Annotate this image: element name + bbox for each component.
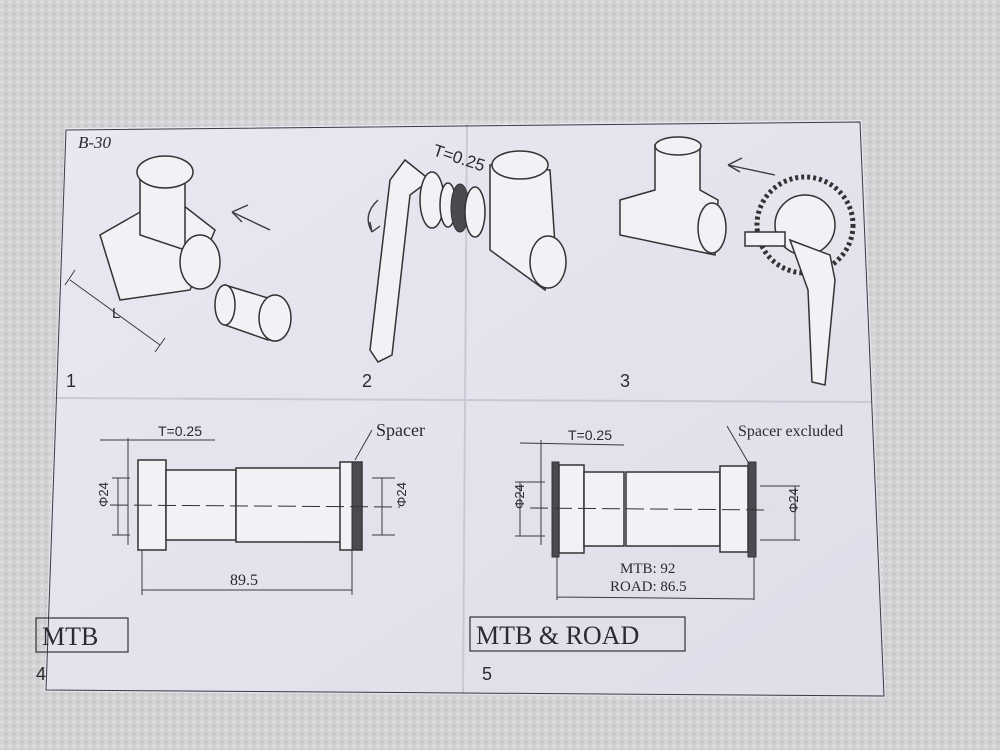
step-number-1: 1 <box>66 371 76 391</box>
mtb-road-label-box <box>469 616 686 652</box>
step-3-illustration <box>619 136 856 386</box>
step-4-diameter-left: Φ24 <box>96 482 111 507</box>
step-4-thickness: T=0.25 <box>158 423 202 439</box>
step-5-diameter-right: Φ24 <box>786 488 801 513</box>
step-5-width-mtb: MTB: 92 <box>620 561 675 577</box>
step-5-diameter-left: Φ24 <box>512 484 527 509</box>
spacer-excluded-callout: Spacer excluded <box>738 423 843 440</box>
step-5-width-road: ROAD: 86.5 <box>610 579 687 595</box>
fold-line-horizontal <box>53 397 873 403</box>
step-4-width: 89.5 <box>230 572 258 589</box>
model-label: B-30 <box>78 133 112 152</box>
spacer-callout: Spacer <box>376 420 425 440</box>
step-number-2: 2 <box>362 371 372 391</box>
length-label: L <box>112 305 120 322</box>
step-5-thickness: T=0.25 <box>568 427 612 443</box>
step-4-diameter-right: Φ24 <box>394 482 409 507</box>
mtb-label-box <box>35 617 129 653</box>
sheet-border <box>45 121 885 697</box>
step-2-illustration <box>367 150 567 363</box>
mtb-road-type-label: MTB & ROAD <box>476 621 639 650</box>
mtb-type-label: MTB <box>42 622 98 651</box>
step-number-4: 4 <box>36 664 46 684</box>
step-4-drawing <box>100 429 401 595</box>
step-1-illustration <box>64 155 292 353</box>
step-number-5: 5 <box>482 664 492 684</box>
step-number-3: 3 <box>620 371 630 391</box>
step-5-drawing <box>515 425 800 600</box>
